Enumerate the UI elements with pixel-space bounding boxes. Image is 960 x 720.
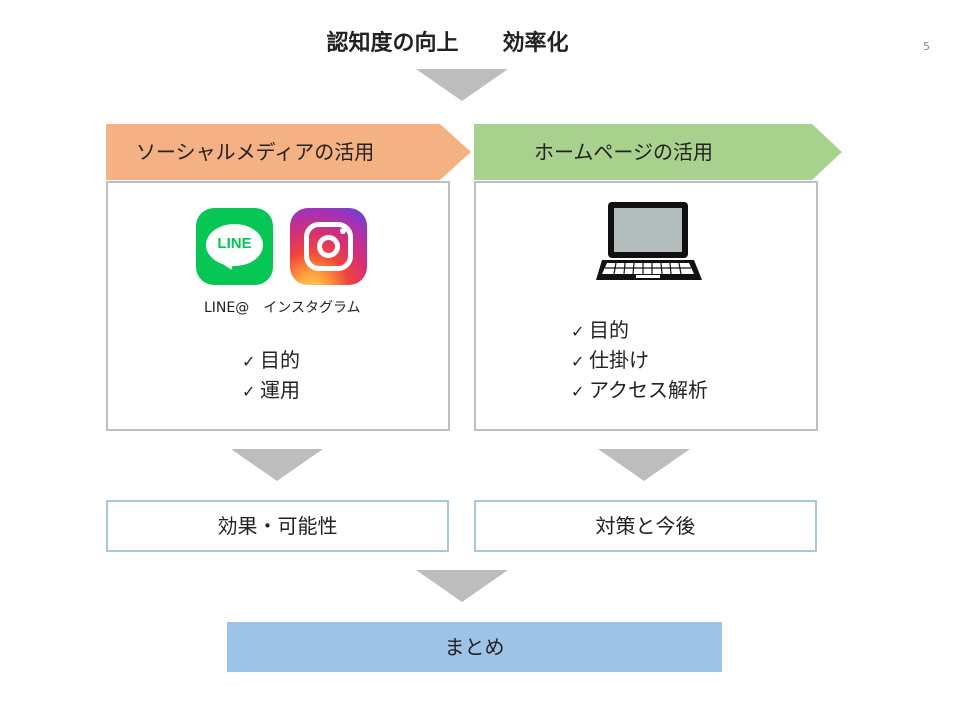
check-icon: ✓	[242, 352, 256, 371]
line-icon-text: LINE	[217, 235, 252, 252]
checklist-item: ✓目的	[571, 316, 708, 346]
icon-labels: LINE@ インスタグラム	[204, 300, 361, 316]
summary-box: まとめ	[227, 622, 722, 672]
slide-title: 認知度の向上 効率化	[326, 31, 569, 56]
check-icon: ✓	[242, 382, 256, 401]
check-icon: ✓	[571, 382, 585, 401]
checklist-homepage: ✓目的 ✓仕掛け ✓アクセス解析	[571, 316, 708, 406]
checklist-item: ✓アクセス解析	[571, 376, 708, 406]
outcome-measures-future: 対策と今後	[474, 500, 817, 552]
check-icon: ✓	[571, 322, 585, 341]
outcome-effect-possibility: 効果・可能性	[106, 500, 449, 552]
banner-homepage: ホームページの活用	[474, 124, 842, 180]
down-arrow-left	[231, 449, 323, 481]
instagram-icon	[290, 208, 367, 285]
banner-social-media: ソーシャルメディアの活用	[106, 124, 471, 180]
panel-social-media	[106, 181, 450, 431]
check-icon: ✓	[571, 352, 585, 371]
laptop-icon	[596, 202, 702, 280]
down-arrow-right	[598, 449, 690, 481]
down-arrow-bottom	[416, 570, 508, 602]
banner-homepage-label: ホームページの活用	[534, 140, 713, 164]
checklist-item: ✓仕掛け	[571, 346, 708, 376]
down-arrow-top	[416, 69, 508, 101]
checklist-item: ✓運用	[242, 376, 300, 406]
banner-social-media-label: ソーシャルメディアの活用	[136, 140, 375, 164]
page-number: 5	[923, 40, 930, 53]
line-icon: LINE	[196, 208, 273, 285]
checklist-social-media: ✓目的 ✓運用	[242, 346, 300, 406]
checklist-item: ✓目的	[242, 346, 300, 376]
